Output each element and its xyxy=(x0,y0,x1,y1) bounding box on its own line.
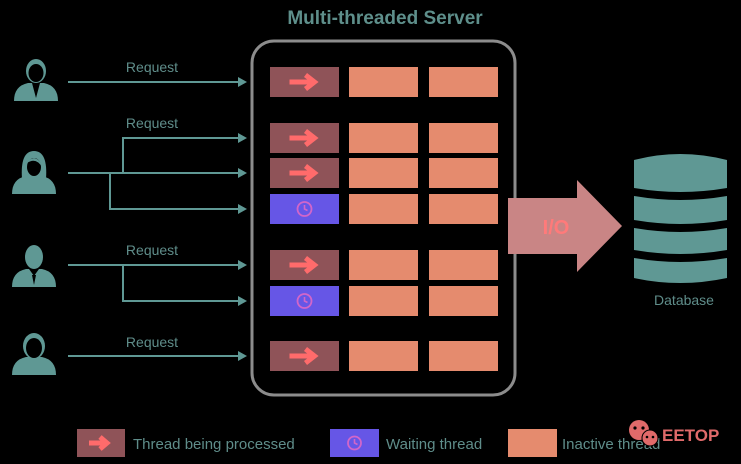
arrowhead-icon xyxy=(238,351,247,361)
request-label-1: Request xyxy=(126,59,178,75)
thread-row xyxy=(270,341,498,371)
arrow-right-icon xyxy=(289,129,319,147)
arrowhead-icon xyxy=(238,77,247,87)
thread-row xyxy=(270,67,498,97)
thread-row xyxy=(270,194,498,224)
legend-swatch-inactive xyxy=(508,429,557,457)
man-user-icon xyxy=(14,59,58,101)
arrow-right-icon xyxy=(289,347,319,365)
businessman-user-icon xyxy=(12,245,56,287)
thread-inactive xyxy=(429,250,498,280)
io-arrow: I/O xyxy=(508,180,622,272)
arrow-right-icon xyxy=(289,256,319,274)
request-label-3: Request xyxy=(126,242,178,258)
thread-inactive xyxy=(429,286,498,316)
arrowhead-icon xyxy=(238,296,247,306)
database-icon xyxy=(634,154,727,283)
woman-user-icon xyxy=(12,151,56,194)
legend-item-processing: Thread being processed xyxy=(77,429,295,457)
thread-inactive xyxy=(349,158,418,188)
request-line xyxy=(122,265,239,302)
arrowhead-icon xyxy=(238,204,247,214)
thread-inactive xyxy=(429,194,498,224)
arrow-right-icon xyxy=(289,164,319,182)
thread-inactive xyxy=(349,341,418,371)
database-label: Database xyxy=(654,292,714,308)
thread-inactive xyxy=(429,67,498,97)
thread-row xyxy=(270,250,498,280)
arrowhead-icon xyxy=(238,133,247,143)
user-icon xyxy=(12,333,56,375)
request-label-4: Request xyxy=(126,334,178,350)
thread-row xyxy=(270,286,498,316)
thread-inactive xyxy=(429,158,498,188)
arrowhead-icon xyxy=(238,260,247,270)
clock-icon xyxy=(296,201,313,217)
thread-inactive xyxy=(349,250,418,280)
arrowhead-icon xyxy=(238,168,247,178)
request-connectors xyxy=(68,77,247,361)
clock-icon xyxy=(296,293,313,309)
thread-inactive xyxy=(349,67,418,97)
wechat-icon xyxy=(629,420,659,447)
arrow-right-icon xyxy=(89,435,111,451)
thread-grid xyxy=(270,67,498,371)
watermark-text: EETOP xyxy=(662,426,719,445)
arrow-right-icon xyxy=(289,73,319,91)
thread-inactive xyxy=(429,341,498,371)
legend-label-inactive: Inactive thread xyxy=(562,436,660,453)
request-line xyxy=(122,137,239,173)
legend-item-waiting: Waiting thread xyxy=(330,429,482,457)
thread-inactive xyxy=(349,286,418,316)
io-label: I/O xyxy=(543,217,570,239)
legend: Thread being processed Waiting thread In… xyxy=(77,429,660,457)
thread-inactive xyxy=(349,123,418,153)
clock-icon xyxy=(347,435,362,451)
thread-inactive xyxy=(429,123,498,153)
request-label-2: Request xyxy=(126,115,178,131)
legend-label-waiting: Waiting thread xyxy=(386,436,482,453)
request-line xyxy=(109,173,239,210)
thread-inactive xyxy=(349,194,418,224)
diagram-title: Multi-threaded Server xyxy=(287,8,483,29)
watermark: EETOP xyxy=(629,420,719,447)
thread-row xyxy=(270,123,498,153)
legend-item-inactive: Inactive thread xyxy=(508,429,660,457)
thread-row xyxy=(270,158,498,188)
legend-label-processing: Thread being processed xyxy=(133,436,295,453)
